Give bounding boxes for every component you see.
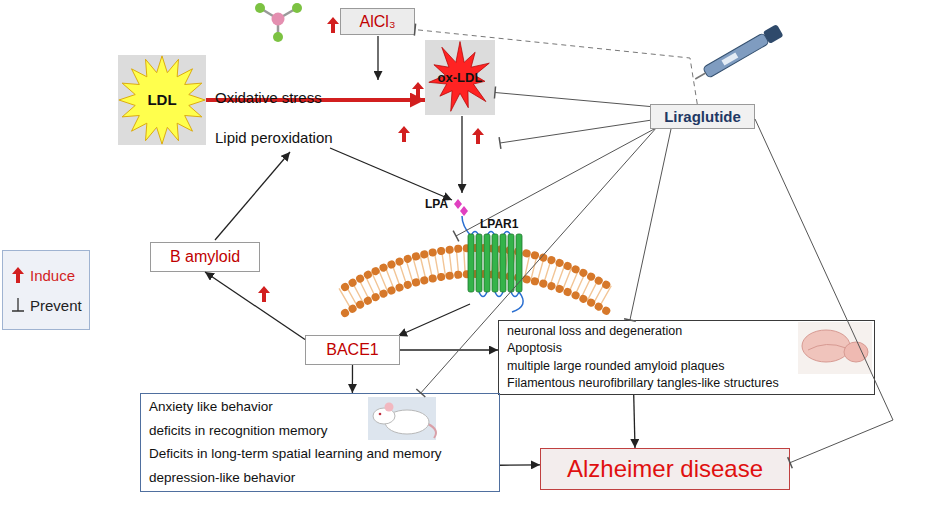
receptor-helix [492,234,498,292]
receptor-symbol [462,216,523,312]
pathway-arrow [377,36,378,80]
node-text: multiple large rounded amyloid plaques [507,359,725,374]
node-text: B amyloid [170,247,240,266]
node-text: neuronal loss and degeneration [507,324,682,339]
pen-body [703,33,770,78]
induce-arrow-connector [400,349,498,350]
brain-photo [798,322,872,374]
inhibition-line [456,128,656,236]
lipoprotein-star: LDL [118,55,206,145]
legend-symbol [11,266,25,284]
oxidized-lipoprotein-star: ox-LDL [425,40,495,115]
prevent-symbol [12,298,24,311]
peptide-box: B amyloid [150,242,260,272]
legend-box: InducePrevent [2,250,90,330]
pathway-arrow [215,152,290,240]
rat-photo [368,397,436,440]
reagent-box: AlCl₃ [340,8,415,35]
legend-text: Prevent [30,297,82,314]
rat-ear [385,403,394,412]
inhibition-connector [415,30,697,104]
ligand-label: LPA [425,198,448,212]
induce-arrow [398,126,410,142]
star-shape [119,56,205,144]
receptor-helix [500,234,506,292]
receptor-helix [516,234,522,292]
ligand-diamond [454,199,462,209]
inhibition-connector [495,93,650,107]
enzyme-box: BACE1 [305,335,400,365]
inhibition-lines [456,120,656,236]
node-text: BACE1 [326,340,378,359]
pathology-box: neuronal loss and degenerationApoptosis m… [498,320,875,395]
pen-needle [695,73,705,79]
ligand-diamond [460,206,468,216]
pen-window [721,52,738,65]
induce-arrow-connector [352,365,353,393]
inhibition-line [500,120,652,143]
receptor-n-terminus [462,216,471,236]
induce-arrow-connector [205,272,305,340]
induce-arrow-connector [500,464,540,466]
receptor-loops [471,232,519,297]
pathway-arrow [398,304,470,336]
node-text: Alzheimer disease [567,455,763,484]
receptor-label: LPAR1 [480,218,518,232]
process-label: Lipid peroxidation [215,129,333,146]
inhibition-connector [630,129,671,320]
process-label: Oxidative stress [215,89,322,106]
receptor-helix [476,234,482,292]
induce-arrow-connector [634,395,635,448]
alcl3-molecule [255,3,302,42]
node-text: Deficits in long-term spatial learning a… [149,446,442,462]
chlorine-atom [255,3,265,13]
aluminium-atom [272,13,285,26]
receptor-c-terminus [512,292,523,312]
node-text: Filamentous neurofibrillary tangles-like… [507,376,779,391]
behavior-box: Anxiety like behavior deficits in recogni… [140,393,500,492]
node-text: depression-like behavior [149,470,295,486]
brain-cerebrum [802,330,850,362]
legend-symbol [11,296,25,314]
legend-text: Induce [30,267,75,284]
brain-fold [808,344,846,350]
node-text: LDL [147,91,176,109]
induce-arrow [12,267,24,283]
photo-background [798,322,872,374]
injection-pen [692,24,784,85]
node-text: ox-LDL [438,70,483,86]
induce-arrow [472,128,484,144]
chlorine-atom [292,3,302,13]
lpa-ligand [454,199,468,216]
brain-cerebellum [844,342,868,362]
node-text: AlCl₃ [360,12,396,31]
node-text: Liraglutide [664,108,741,126]
induce-arrow [412,82,424,98]
node-text: Anxiety like behavior [149,399,273,415]
receptor-helix [468,234,474,292]
inhibition-connector [755,119,893,463]
receptor-helix [508,234,514,292]
receptor-helix [484,234,490,292]
star-shape [429,42,489,112]
chlorine-atom [273,32,283,42]
node-text: deficits in recognition memory [149,423,328,439]
rat-tail [428,424,436,438]
induce-arrow [258,286,270,302]
pathway-arrow [330,148,452,200]
pathway-arrow [461,116,462,193]
drug-box: Liraglutide [650,104,755,129]
disease-box: Alzheimer disease [540,448,790,490]
induce-arrow [327,17,339,33]
legend-entry: Prevent [11,296,89,314]
legend-entry: Induce [11,266,89,284]
inhibition-connector [421,129,655,393]
rat-eye [379,413,382,416]
photo-background [368,397,436,440]
node-text: Apoptosis [507,341,562,356]
pen-cap [763,24,784,44]
